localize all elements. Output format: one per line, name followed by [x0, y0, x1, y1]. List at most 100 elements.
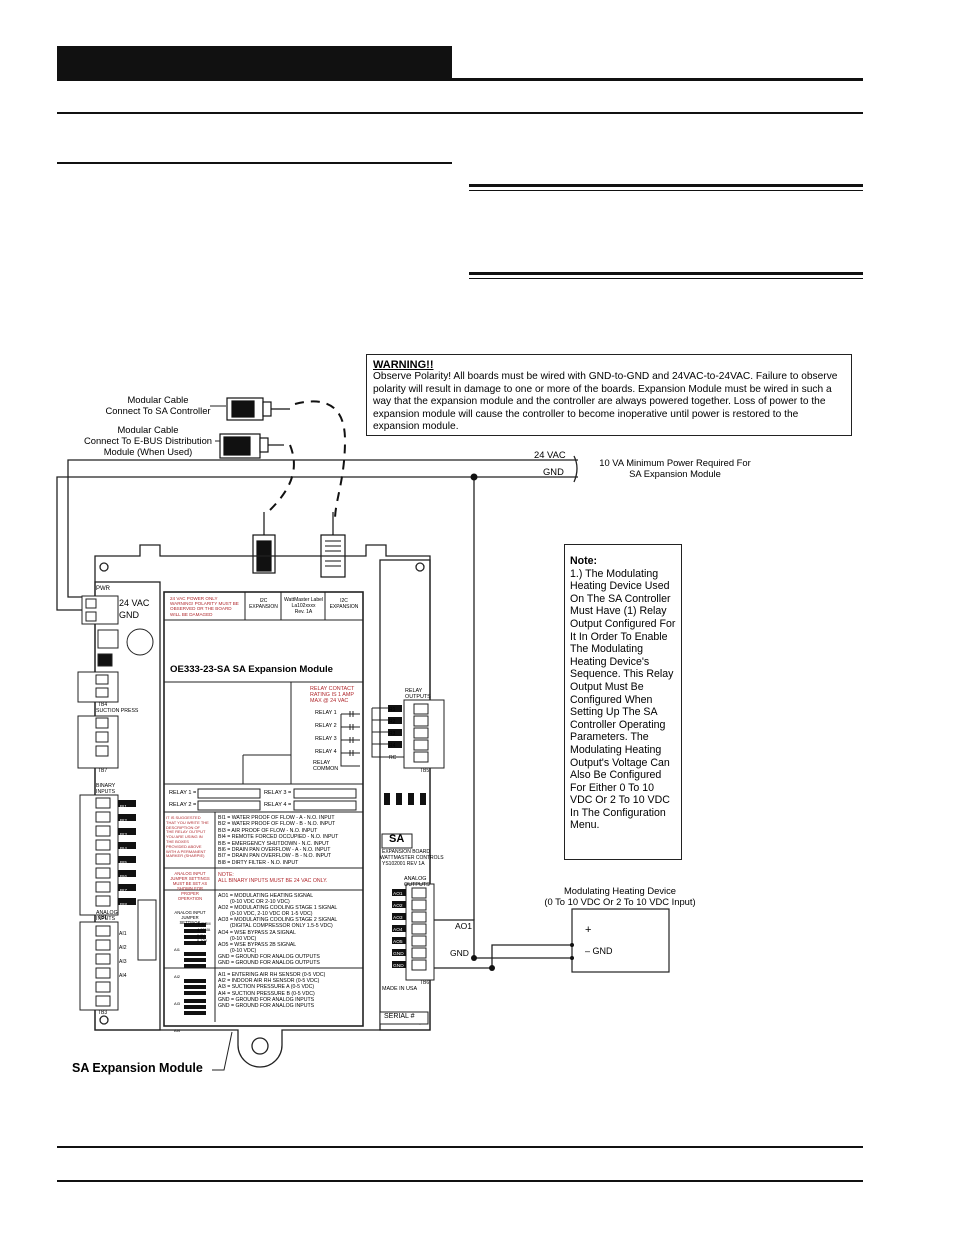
relay-term: R3 [389, 731, 396, 737]
jumper-title: ANALOG INPUT JUMPER SETTINGS [174, 910, 206, 925]
note-box: Note: 1.) The Modulating Heating Device … [564, 544, 682, 860]
section-rule-right-bottom [469, 272, 863, 275]
relay-terms: R1 R2 R3 R4 RC [389, 704, 396, 764]
warning-title: WARNING!! [373, 359, 434, 371]
relay-term: RC [389, 755, 397, 761]
bi-term: BI6 [120, 874, 127, 879]
relay-term: R2 [389, 719, 396, 725]
tb3-label: TB3 [98, 1010, 108, 1016]
pwr-led-label: PWR [96, 586, 110, 592]
jumper-opt: 4-20MA [197, 927, 211, 932]
binary-inputs-header: BINARY INPUTS [96, 783, 116, 795]
ao1-wire [432, 919, 572, 959]
bi-terms: BI1 BI2 BI3 BI4 BI5 BI6 BI7 BI8 [120, 800, 127, 912]
cable2-label: Modular Cable Connect To E-BUS Distribut… [83, 424, 212, 457]
ai-line: AI3 = SUCTION PRESSURE A (0-5 VDC) [218, 984, 315, 991]
section-rule-right-top [469, 184, 863, 187]
module-caption: SA Expansion Module [72, 1061, 203, 1075]
jumper-options: THERM 4-20MA 0-5V 0-10V [197, 922, 211, 945]
ao-line: AO5 = WSE BYPASS 2B SIGNAL [218, 941, 297, 948]
relay-4-label: RELAY 4 [315, 749, 337, 755]
bi-term: BI8 [120, 902, 127, 907]
analog-output-list: AO1 = MODULATING HEATING SIGNAL (0-10 VD… [218, 893, 337, 966]
sa-sub: EXPANSION BOARD [382, 849, 430, 855]
relay-term: R1 [389, 707, 396, 713]
tb6-label: TB6 [420, 980, 430, 986]
bi-line: BI3 = AIR PROOF OF FLOW - N.O. INPUT [218, 827, 318, 834]
jumper-blocks [137, 899, 206, 1015]
tb4-label: TB4 [98, 702, 108, 708]
bi-line: BI2 = WATER PROOF OF FLOW - B - N.O. INP… [218, 821, 336, 828]
jumper-opt: 0-10V [197, 939, 208, 944]
ao-term: GND [393, 964, 404, 969]
header-rule-2 [57, 112, 863, 114]
section-rule-right-top-thin [469, 190, 863, 191]
relay-outputs-header: RELAY OUTPUTS [405, 688, 431, 700]
suggest-note: IT IS SUGGESTED THAT YOU WRITE THE DESCR… [166, 815, 209, 859]
power-connector-label: 24 VAC GND [119, 598, 150, 620]
vac-tab [471, 955, 477, 961]
cable-plug-1 [226, 397, 290, 421]
relay-2-label: RELAY 2 [315, 723, 337, 729]
bi-term: BI1 [120, 804, 127, 809]
capacitor [97, 628, 154, 667]
tb7-label: TB7 [98, 768, 108, 774]
device-gnd-terminal: – GND [585, 946, 613, 956]
relay-field-3: RELAY 3 = [264, 790, 292, 796]
jumper-opt: 0-5V [197, 933, 206, 938]
suction-header: SUCTION PRESS [96, 708, 139, 714]
footer-rule-2 [57, 1180, 863, 1182]
jumper-ai: AI4 [174, 1028, 181, 1033]
ai-line: GND = GROUND FOR ANALOG INPUTS [218, 1003, 315, 1010]
board-label-box: WattMaster Label La102xxxx Rev. 1A [284, 597, 323, 615]
warning-box: WARNING!! Observe Polarity! All boards m… [366, 354, 852, 436]
ao-term: AO4 [393, 928, 403, 933]
cable1-label: Modular Cable Connect To SA Controller [105, 394, 211, 416]
ao-term: AO5 [393, 940, 403, 945]
relay-rating: RELAY CONTACT RATING IS 1 AMP MAX @ 24 V… [310, 686, 355, 705]
gnd-wire [56, 476, 578, 611]
ai-terms: AI1 AI2 AI3 AI4 [119, 927, 127, 983]
part-number: YS102001 REV 1A [382, 861, 425, 867]
manufacturer: WATTMASTER CONTROLS [380, 855, 444, 861]
bi-term: BI5 [120, 860, 127, 865]
ai-term: AI2 [119, 945, 127, 951]
bi-term: BI2 [120, 818, 127, 823]
bi-line: BI1 = WATER PROOF OF FLOW - A - N.O. INP… [218, 815, 335, 821]
dashed-cable-1 [294, 400, 347, 521]
relay-field-2: RELAY 2 = [169, 802, 197, 808]
terminal-blocks-left [77, 595, 119, 1011]
relay-terminal-block [403, 699, 445, 769]
i2c-label-1: I2C EXPANSION [249, 598, 278, 610]
analog-outputs-header: ANALOG OUTPUTS [404, 876, 430, 888]
footer-rule [57, 1146, 863, 1148]
relay-1-label: RELAY 1 [315, 710, 337, 716]
device-box [571, 908, 670, 973]
ao-term: AO1 [393, 892, 403, 897]
ai-term: AI3 [119, 959, 127, 965]
header-bar [57, 46, 452, 78]
relay-term: R4 [389, 743, 396, 749]
tb5-label: TB5 [420, 768, 430, 774]
note-title: Note: [570, 555, 598, 567]
jumper-ai: AI1 [174, 947, 181, 952]
jumper-ai: AI2 [174, 974, 181, 979]
power-warning: 24 VAC POWER ONLY WARNING! POLARITY MUST… [170, 596, 239, 617]
power-requirement-note: 10 VA Minimum Power Required For SA Expa… [599, 457, 751, 479]
ao-term: GND [393, 952, 404, 957]
relay-field-4: RELAY 4 = [264, 802, 292, 808]
cable-plug-2 [219, 433, 284, 459]
label-sheet [163, 591, 364, 1027]
ao-line: GND = GROUND FOR ANALOG OUTPUTS [218, 960, 320, 967]
gnd-wire-device [432, 944, 572, 969]
ao-line: AO3 = MODULATING COOLING STAGE 2 SIGNAL [218, 917, 338, 924]
ao-line: (DIGITAL COMPRESSOR ONLY 1.5-5 VDC) [230, 923, 333, 930]
gnd-junction [489, 965, 495, 971]
jumper-opt: THERM [197, 922, 211, 926]
bi-line: BI5 = EMERGENCY SHUTDOWN - N.C. INPUT [218, 840, 330, 847]
ai-line: AI1 = ENTERING AIR RH SENSOR (0-5 VDC) [218, 972, 326, 978]
ai-line: AI4 = SUCTION PRESSURE B (0-5 VDC) [218, 990, 315, 997]
jumper-note: ANALOG INPUT JUMPER SETTINGS MUST BE SET… [170, 871, 210, 901]
analog-input-list: AI1 = ENTERING AIR RH SENSOR (0-5 VDC) A… [218, 972, 325, 1009]
jumper-ai: AI3 [174, 1001, 181, 1006]
